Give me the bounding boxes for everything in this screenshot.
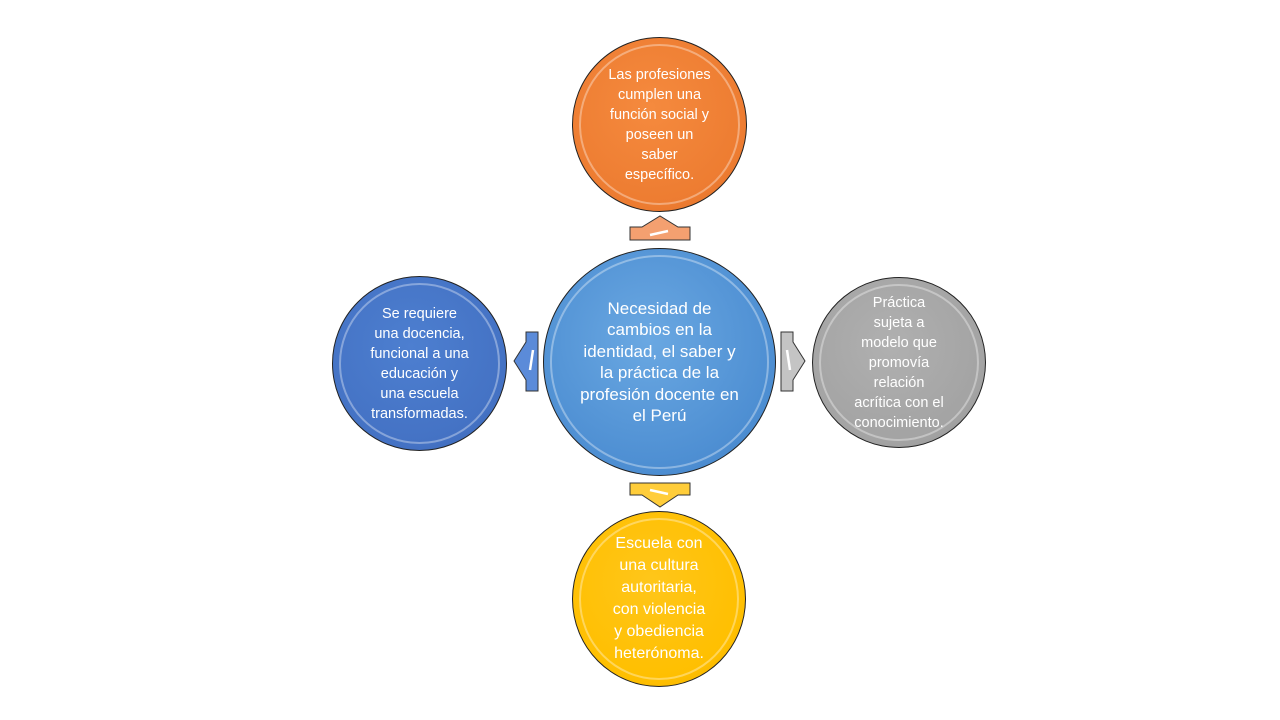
center-text: Necesidad de cambios en la identidad, el… — [580, 298, 739, 426]
right-circle: Práctica sujeta a modelo que promovía re… — [812, 277, 986, 448]
bottom-text: Escuela con una cultura autoritaria, con… — [612, 535, 706, 662]
bottom-circle: Escuela con una cultura autoritaria, con… — [572, 511, 746, 687]
top-circle: Las profesiones cumplen una función soci… — [572, 37, 747, 212]
center-circle: Necesidad de cambios en la identidad, el… — [543, 248, 776, 476]
right-text: Práctica sujeta a modelo que promovía re… — [854, 294, 944, 431]
top-text: Las profesiones cumplen una función soci… — [608, 66, 711, 183]
arrow-right-icon — [780, 331, 806, 392]
left-text: Se requiere una docencia, funcional a un… — [370, 305, 469, 422]
arrow-up-icon — [629, 215, 691, 241]
arrow-left-icon — [513, 331, 539, 392]
arrow-down-icon — [629, 482, 691, 508]
left-circle: Se requiere una docencia, funcional a un… — [332, 276, 507, 451]
